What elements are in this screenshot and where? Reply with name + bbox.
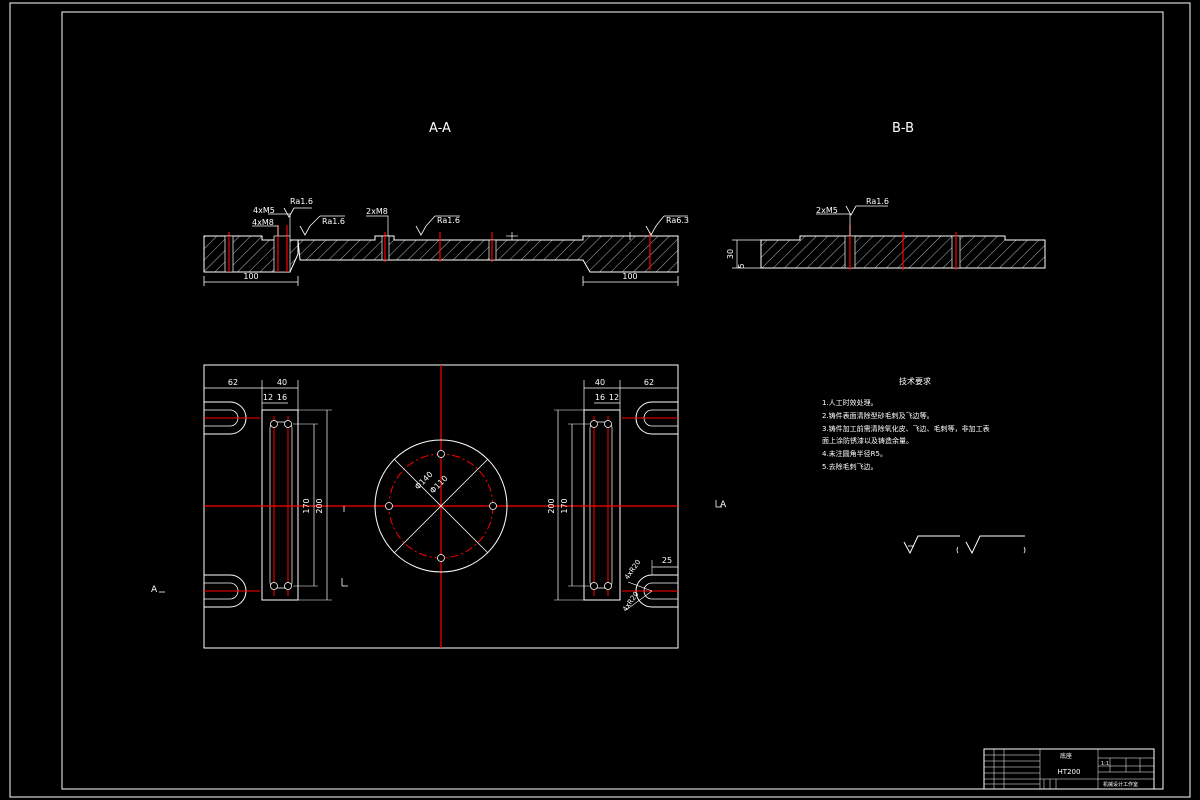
aa-ra-1: Ra1.6: [290, 197, 313, 206]
section-marker-left: A: [151, 585, 158, 595]
title-school: 机械设计工作室: [1103, 781, 1138, 788]
dim-right-170: 170: [560, 498, 569, 513]
dim-right-40: 40: [595, 378, 605, 387]
title-block: 底座 HT200 1:1 机械设计工作室: [983, 748, 1155, 790]
bb-m5-note: 2xM5: [816, 206, 838, 215]
bb-dim-height: 30: [726, 249, 735, 259]
bb-ra: Ra1.6: [866, 197, 889, 206]
aa-ra-right: Ra6.3: [666, 216, 689, 225]
title-material: HT200: [1058, 768, 1081, 776]
aa-m8-note: 4xM8: [252, 218, 274, 227]
title-part-name: 底座: [1060, 752, 1072, 760]
dim-left-16: 16: [277, 393, 287, 402]
tech-item-1: 1.人工时效处理。: [822, 398, 878, 407]
aa-dim-left: 100: [243, 272, 258, 281]
section-aa-middle: [297, 235, 679, 273]
tech-item-5: 4.未注圆角半径R5。: [822, 449, 887, 458]
section-aa: 100 100 4xM5 4xM8 Ra1.6 Ra1.6 2xM8: [203, 197, 689, 286]
title-scale: 1:1: [1101, 761, 1109, 767]
dim-left-40: 40: [277, 378, 287, 387]
tech-requirements: 技术要求 1.人工时效处理。 2.铸件表面清除型砂毛刺及飞边等。 3.铸件加工前…: [822, 376, 990, 471]
aa-m5-note: 4xM5: [253, 206, 275, 215]
tech-item-3: 3.铸件加工前需清除氧化皮、飞边、毛刺等，非加工表: [822, 424, 990, 433]
outer-border: [9, 2, 1191, 798]
dim-right-16: 16: [595, 393, 605, 402]
dim-left-200: 200: [315, 498, 324, 513]
aa-m8-mid-note: 2xM8: [366, 207, 388, 216]
dim-left-12: 12: [263, 393, 273, 402]
tech-item-2: 2.铸件表面清除型砂毛刺及飞边等。: [822, 411, 934, 420]
dim-left-62: 62: [228, 378, 238, 387]
aa-ra-mid: Ra1.6: [437, 216, 460, 225]
aa-ra-2: Ra1.6: [322, 217, 345, 226]
plan-view: Φ140 Φ110 62 40 12 16 170 200 40 62 16 1…: [151, 364, 727, 649]
slot-note-1: 4xR20: [623, 558, 642, 581]
dim-right-62: 62: [644, 378, 654, 387]
dim-right-12: 12: [609, 393, 619, 402]
dim-left-170: 170: [302, 498, 311, 513]
tech-title: 技术要求: [899, 376, 931, 386]
aa-dim-right: 100: [622, 272, 637, 281]
section-title-bb: B-B: [892, 121, 914, 136]
roughness-symbols: [903, 535, 1026, 555]
section-title-aa: A-A: [429, 121, 451, 136]
bb-dim-small: 5: [737, 263, 746, 268]
inner-border: [61, 11, 1164, 790]
dim-corner-25: 25: [662, 556, 672, 565]
section-bb: 30 5 2xM5 Ra1.6: [726, 197, 1046, 270]
tech-item-6: 5.去除毛刺飞边。: [822, 462, 878, 471]
central-boss: [374, 439, 508, 573]
tech-item-4: 面上涂防锈漆以及铸造余量。: [822, 436, 913, 445]
dim-right-200: 200: [547, 498, 556, 513]
section-marker-right: A: [720, 500, 727, 510]
